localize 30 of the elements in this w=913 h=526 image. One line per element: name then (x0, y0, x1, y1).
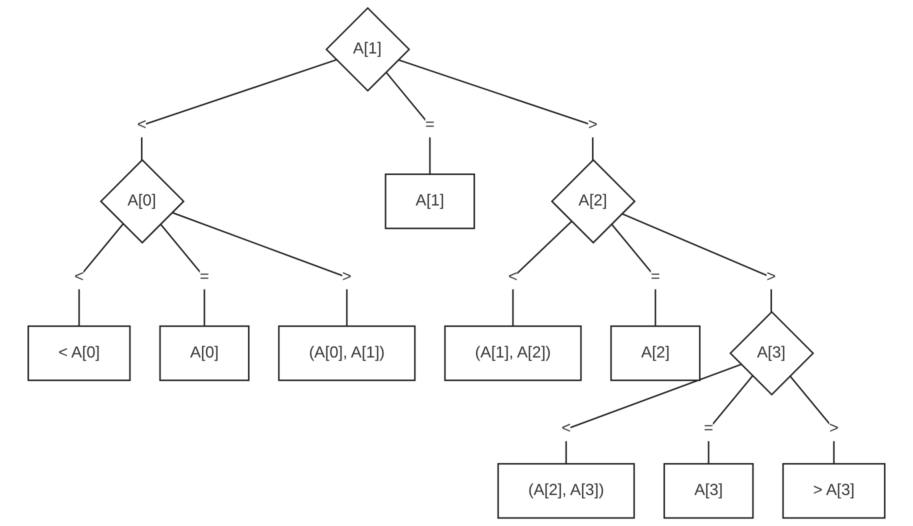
node-box: (A[1], A[2]) (444, 325, 582, 382)
edge-label: > (342, 268, 352, 286)
node-box: A[1] (384, 173, 476, 230)
connector (398, 59, 594, 160)
node-box: A[3] (663, 463, 754, 519)
edge-label: = (650, 268, 660, 286)
node-diamond: A[1] (325, 6, 410, 92)
edge-label: < (508, 268, 518, 286)
node-diamond: A[3] (729, 310, 814, 396)
connector (621, 212, 772, 312)
edge-label: > (588, 116, 598, 134)
connector (172, 212, 348, 326)
connector (141, 59, 337, 160)
edge-label: = (200, 268, 210, 286)
node-box: (A[2], A[3]) (497, 463, 635, 519)
node-diamond: A[2] (550, 158, 636, 244)
node-box: (A[0], A[1]) (278, 325, 416, 382)
edge-label: = (425, 116, 435, 134)
node-box: < A[0] (28, 325, 131, 382)
node-box: A[2] (610, 325, 701, 382)
edge-label: > (829, 420, 839, 438)
edge-label: < (561, 420, 571, 438)
node-box: > A[3] (782, 463, 886, 519)
node-box: A[0] (159, 325, 250, 382)
connector (565, 364, 742, 464)
node-diamond: A[0] (100, 158, 185, 244)
edge-label: = (704, 420, 714, 438)
edge-label: < (137, 116, 146, 134)
edge-label: > (766, 268, 776, 286)
edge-label: < (74, 268, 84, 286)
